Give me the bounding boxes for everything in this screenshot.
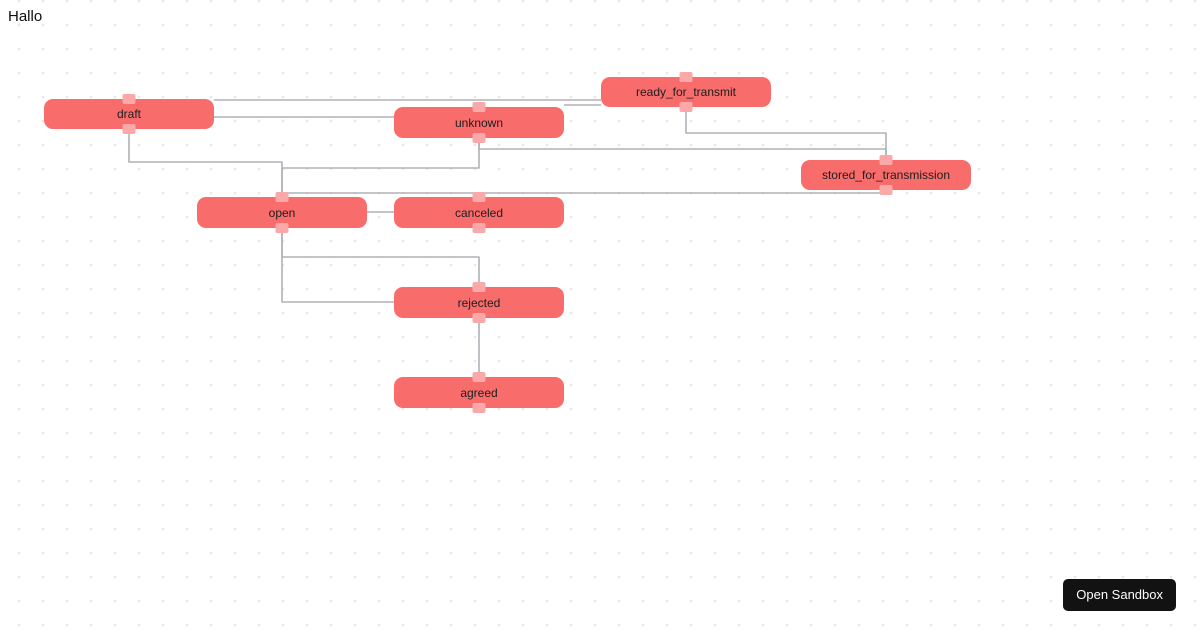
node-handle-bottom[interactable] bbox=[879, 185, 893, 195]
node-handle-top[interactable] bbox=[472, 102, 486, 112]
node-handle-bottom[interactable] bbox=[275, 223, 289, 233]
flow-node-unknown[interactable]: unknown bbox=[394, 102, 564, 143]
flow-edge-stored-to-open bbox=[281, 190, 887, 197]
flow-edge-unknown-to-stored bbox=[478, 138, 887, 160]
node-label: stored_for_transmission bbox=[821, 168, 951, 182]
node-handle-bottom[interactable] bbox=[472, 403, 486, 413]
node-label: unknown bbox=[454, 115, 504, 130]
node-label: agreed bbox=[460, 385, 498, 400]
flow-node-stored_for_transmission[interactable]: stored_for_transmission bbox=[801, 155, 971, 195]
node-handle-top[interactable] bbox=[679, 72, 693, 82]
node-handle-bottom[interactable] bbox=[679, 102, 693, 112]
node-handle-top[interactable] bbox=[122, 94, 136, 104]
flow-node-draft[interactable]: draft bbox=[44, 94, 214, 134]
node-handle-bottom[interactable] bbox=[472, 313, 486, 323]
flow-edge-unknown-to-open bbox=[281, 138, 480, 197]
node-handle-bottom[interactable] bbox=[472, 133, 486, 143]
flow-edge-open-to-rejected-side bbox=[281, 228, 394, 303]
page-title: Hallo bbox=[8, 8, 43, 25]
flow-node-open[interactable]: open bbox=[197, 192, 367, 233]
open-sandbox-button[interactable]: Open Sandbox bbox=[1063, 578, 1176, 611]
flow-node-canceled[interactable]: canceled bbox=[394, 192, 564, 233]
node-label: open bbox=[268, 205, 296, 220]
node-label: rejected bbox=[457, 295, 501, 310]
flow-edge-open-to-rejected-top bbox=[281, 228, 480, 287]
node-handle-top[interactable] bbox=[472, 192, 486, 202]
node-label: ready_for_transmit bbox=[635, 85, 737, 99]
flow-edge-ready_for_transmit-to-stored bbox=[685, 107, 887, 160]
node-label: draft bbox=[116, 107, 141, 121]
flow-node-rejected[interactable]: rejected bbox=[394, 282, 564, 323]
flow-node-agreed[interactable]: agreed bbox=[394, 372, 564, 413]
node-handle-top[interactable] bbox=[275, 192, 289, 202]
node-handle-top[interactable] bbox=[472, 282, 486, 292]
node-handle-bottom[interactable] bbox=[472, 223, 486, 233]
node-handle-top[interactable] bbox=[879, 155, 893, 165]
node-handle-top[interactable] bbox=[472, 372, 486, 382]
flow-edge-draft-to-open bbox=[128, 129, 283, 197]
node-handle-bottom[interactable] bbox=[122, 124, 136, 134]
node-label: canceled bbox=[454, 205, 504, 220]
flow-node-ready_for_transmit[interactable]: ready_for_transmit bbox=[601, 72, 771, 112]
